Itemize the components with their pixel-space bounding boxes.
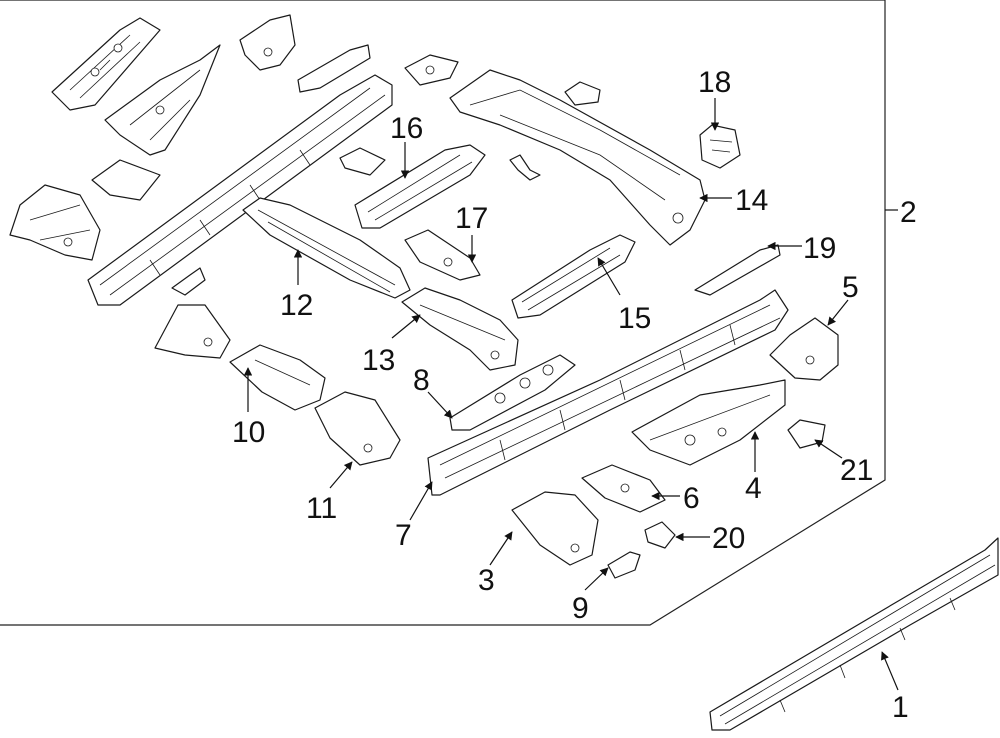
callout-21: 21 (840, 454, 873, 487)
callout-13: 13 (362, 344, 395, 377)
leader-15 (597, 257, 621, 296)
part-20 (644, 521, 676, 549)
part-16 (354, 144, 486, 229)
callout-5: 5 (842, 271, 859, 304)
leader-1 (881, 651, 899, 691)
part-upper-left-bracket-4 (297, 44, 371, 93)
callout-18: 18 (698, 66, 731, 99)
callout-6: 6 (683, 482, 700, 515)
part-12 (242, 197, 411, 299)
part-small-plate-center (339, 147, 386, 176)
part-8 (449, 354, 576, 431)
part-11 (314, 391, 401, 466)
part-9 (607, 551, 641, 579)
callout-16: 16 (390, 112, 423, 145)
part-18 (699, 124, 741, 169)
leader-3 (489, 531, 513, 566)
leader-21 (814, 439, 843, 459)
leader-9 (584, 567, 609, 591)
part-15 (511, 234, 636, 319)
callout-14: 14 (735, 184, 768, 217)
part-3 (511, 491, 599, 566)
part-4 (631, 379, 786, 466)
callout-3: 3 (478, 564, 495, 597)
part-5 (769, 317, 839, 381)
assembly-frame (0, 0, 886, 626)
callout-2: 2 (900, 196, 917, 229)
part-14 (449, 69, 706, 246)
part-1 (709, 537, 999, 731)
callout-10: 10 (232, 416, 265, 449)
callout-1: 1 (892, 691, 909, 724)
part-upper-left-bracket-2 (104, 44, 221, 156)
part-top-plate (404, 54, 459, 86)
callout-7: 7 (395, 519, 412, 552)
callout-12: 12 (280, 289, 313, 322)
part-small-link (509, 154, 541, 181)
part-left-long-rail (87, 74, 393, 306)
part-13 (401, 287, 519, 371)
callout-4: 4 (745, 472, 762, 505)
part-bracket-left-mid (154, 304, 231, 359)
part-6 (581, 464, 666, 513)
part-small-top-bracket (564, 81, 601, 106)
part-10 (229, 344, 326, 411)
leader-7 (409, 481, 433, 521)
leader-13 (391, 314, 421, 339)
leader-5 (827, 299, 849, 326)
callout-20: 20 (712, 522, 745, 555)
part-small-plate (91, 159, 161, 201)
callout-15: 15 (618, 302, 651, 335)
part-21 (787, 419, 826, 449)
part-upper-left-bracket-3 (239, 14, 296, 71)
part-small-clip (171, 267, 206, 296)
callout-19: 19 (803, 232, 836, 265)
part-upper-left-bracket-1 (51, 17, 161, 111)
part-left-bracket (9, 184, 101, 261)
part-7 (427, 289, 789, 496)
leader-8 (427, 391, 453, 419)
callout-8: 8 (413, 364, 430, 397)
callout-9: 9 (572, 592, 589, 625)
part-19 (694, 244, 781, 296)
part-17 (404, 229, 481, 281)
callout-11: 11 (306, 492, 337, 525)
callout-17: 17 (455, 202, 488, 235)
leader-11 (329, 461, 353, 489)
